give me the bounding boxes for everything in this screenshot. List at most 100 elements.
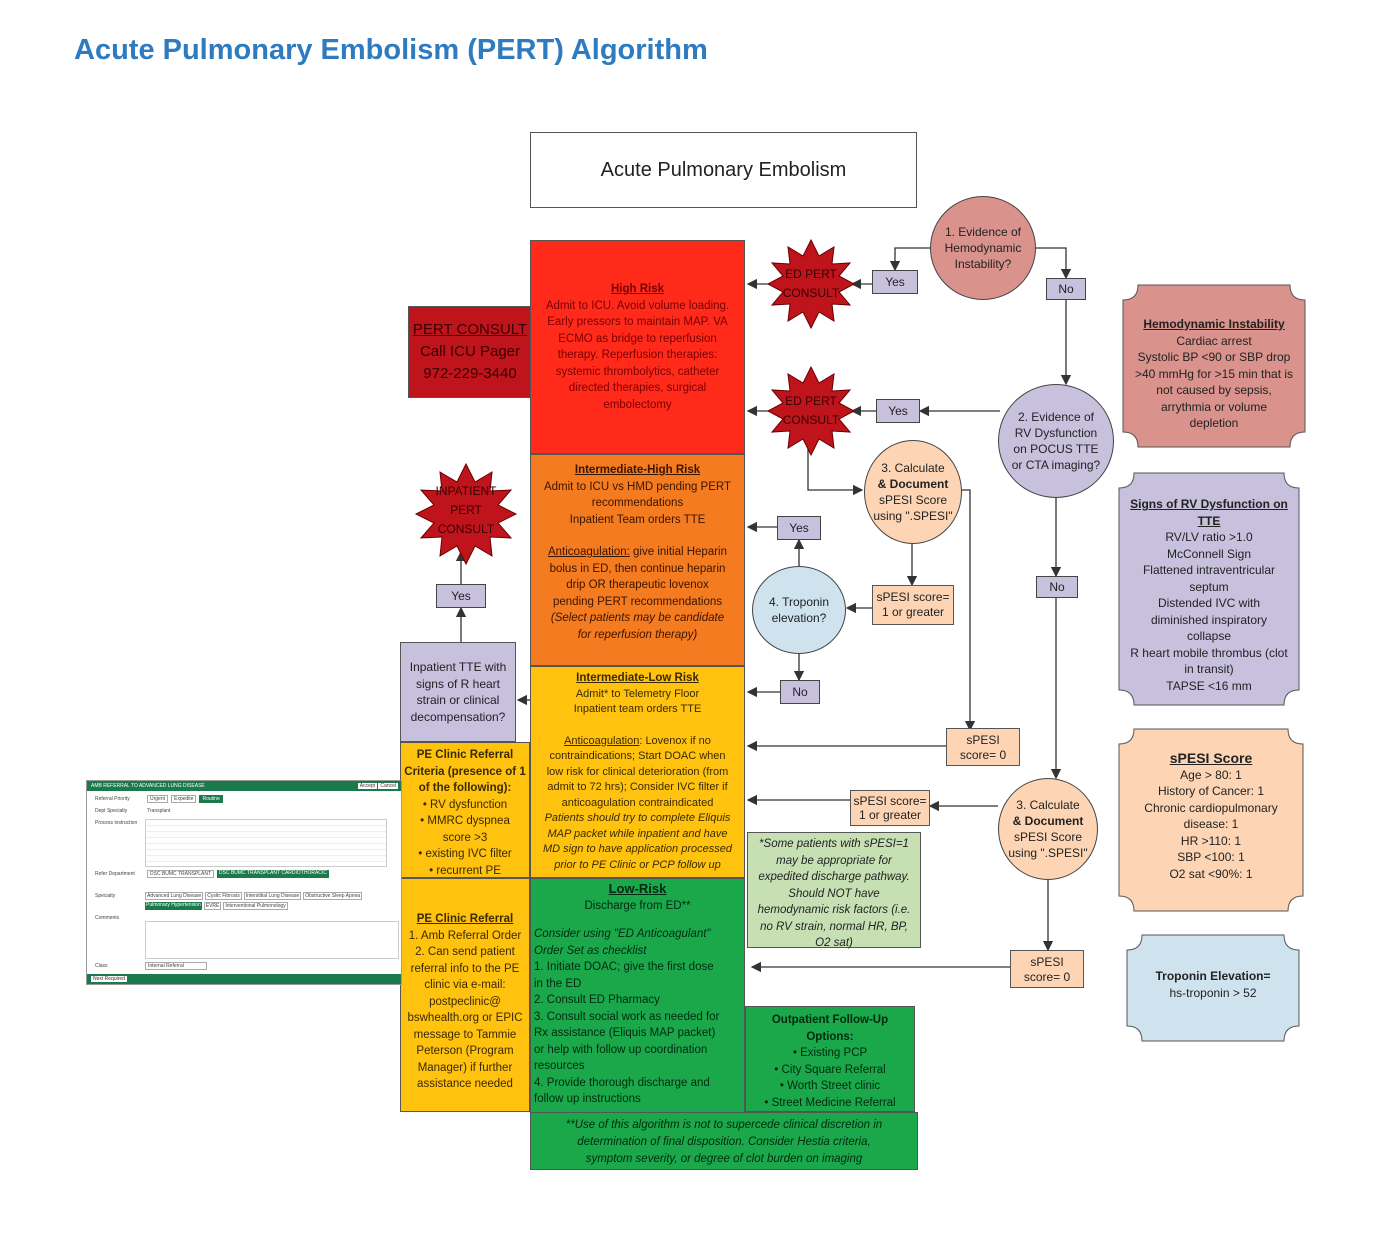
ehr-option[interactable]: EVRE [203,902,222,910]
intermediate-high-line: Admit to ICU vs HMD pending PERT [543,480,732,493]
card-line: Cardiac arrest [1176,333,1252,348]
card-line: Flattened intraventricular [1142,563,1276,577]
footnote-box: **Use of this algorithm is not to superc… [530,1112,918,1170]
ehr-referral-screenshot: AMB REFERRAL TO ADVANCED LUNG DISEASE Ac… [86,780,402,985]
card-title: Troponin Elevation= [1155,969,1271,983]
outpatient-followup-box: Outpatient Follow-Up Options: • Existing… [745,1006,915,1112]
ehr-option-selected[interactable]: Pulmonary Hypertension [145,902,202,910]
outpatient-item: Existing PCP [800,1047,868,1059]
ehr-option[interactable]: Cystic Fibrosis [205,892,242,900]
spesi-zero-bottom: sPESI score= 0 [1010,950,1084,988]
ehr-comments-input[interactable] [145,921,399,959]
ehr-option-selected[interactable]: DSC BUMC TRANSPLANT CARDIOTHORACIC [217,870,329,878]
card-line: >40 mmHg for >15 min that is [1134,366,1294,381]
ehr-class-value[interactable]: Internal Referral [145,962,207,970]
note-line: O2 sat) [815,937,853,949]
referral-line: Manager) if further [417,1061,513,1074]
card-line: RV/LV ratio >1.0 [1165,530,1253,544]
intermediate-high-line: Inpatient Team orders TTE [569,513,706,526]
low-risk-line: Rx assistance (Eliquis MAP packet) [534,1027,716,1039]
ehr-option[interactable]: Urgent [147,795,169,803]
hemodynamic-card-shape [1122,284,1306,448]
intermediate-low-line: Inpatient team orders TTE [573,703,702,715]
card-line: Chronic cardiopulmonary [1144,800,1278,815]
ehr-next-required-button[interactable]: Next Required [91,976,127,982]
outpatient-item: Worth Street clinic [787,1080,881,1092]
anticoag-line: contraindications; Start DOAC when [549,750,726,762]
no-label: No [1046,278,1086,300]
ehr-option[interactable]: Advanced Lung Disease [145,892,204,900]
italic-note: prior to PE Clinic or PCP follow up [554,858,721,871]
anticoag-line: low risk for clinical deterioration (fro… [546,765,729,778]
ehr-option[interactable]: Interstitial Lung Disease [243,892,302,900]
anticoag-line: bolus in ED, then continue heparin [549,562,726,575]
high-risk-line: embolectomy [603,398,672,411]
anticoag-line: : Lovenox if no [639,734,711,747]
ehr-option[interactable]: Expedite [171,795,197,803]
referral-line: bswhealth.org or EPIC [407,1012,523,1024]
spesi-one-note: *Some patients with sPESI=1 may be appro… [747,832,921,949]
star-line: INPATIENT [435,484,497,498]
note-line: expedited discharge pathway. [758,871,910,883]
ed-pert-consult-2: ED PERT CONSULT [778,392,844,430]
card-line: History of Cancer: 1 [1157,784,1265,798]
inpatient-pert-consult: INPATIENT PERT CONSULT [426,482,506,539]
ed-pert-star-2 [766,365,856,457]
high-risk-line: systemic thrombolytics, catheter [555,365,720,378]
question-troponin: 4. Troponin elevation? [752,566,846,654]
anticoag-label: Anticoagulation [564,734,640,747]
outpatient-item: City Square Referral [781,1063,886,1076]
hemodynamic-instability-card: Hemodynamic Instability Cardiac arrest S… [1122,300,1306,432]
ed-pert-star-1 [766,238,856,330]
star-line: ED PERT [785,394,837,408]
intermediate-high-risk-box: Intermediate-High Risk Admit to ICU vs H… [530,454,745,666]
footnote-line: **Use of this algorithm is not to superc… [565,1119,883,1131]
outpatient-item: Street Medicine Referral [771,1096,896,1109]
italic-note: MAP packet while inpatient and have [547,827,728,840]
troponin-card-shape [1126,934,1300,1042]
referral-line: postpeclinic@ [429,995,501,1008]
pert-consult-box: PERT CONSULT Call ICU Pager 972-229-3440 [408,306,532,398]
footnote-line: determination of final disposition. Cons… [577,1136,871,1148]
tte-line: Inpatient TTE with [409,660,507,674]
intermediate-low-line: Admit* to Telemetry Floor [575,687,700,700]
ehr-option[interactable]: Obstructive Sleep Apnea [303,892,363,900]
referral-line: message to Tammie [413,1028,517,1041]
ehr-option[interactable]: Interventional Pulmonology [223,902,288,910]
anticoag-line: drip OR therapeutic lovenox [566,579,709,591]
calc-line: sPESI Score [878,493,947,507]
referral-line: clinic via e-mail: [424,979,506,991]
spesi-score-card: sPESI Score Age > 80: 1 History of Cance… [1118,734,1304,882]
ehr-option-selected[interactable]: Routine [199,795,223,803]
card-line: SBP <100: 1 [1177,850,1245,864]
card-line: O2 sat <90%: 1 [1169,866,1253,881]
ehr-cancel-button[interactable]: Cancel [378,783,398,789]
ehr-option[interactable]: DSC BUMC TRANSPLANT [147,870,215,878]
ehr-field-label: Dept Specialty [95,808,128,814]
ehr-field-label: Comments [95,915,120,921]
spesi-card-shape [1118,728,1304,912]
card-line: diminished inspiratory [1150,612,1268,627]
low-risk-title: Low-Risk [608,881,667,896]
no-label: No [1036,576,1078,598]
ehr-field-label: Class [95,963,108,969]
ehr-instructions-area [145,819,387,867]
card-title: Hemodynamic Instability [1143,317,1285,331]
pe-clinic-referral-box: PE Clinic Referral 1. Amb Referral Order… [400,878,530,1112]
note-line: may be appropriate for [776,854,892,867]
rv-dysfunction-card: Signs of RV Dysfunction on TTE RV/LV rat… [1118,478,1300,694]
italic-note: for reperfusion therapy) [577,628,698,641]
criteria-item: RV dysfunction [430,798,508,811]
ed-pert-consult-1: ED PERT CONSULT [778,265,844,303]
ehr-accept-button[interactable]: Accept [357,783,378,789]
italic-note: Patients should try to complete Eliquis [544,812,731,824]
calc-line: & Document [1012,814,1084,828]
ehr-field-label: Specialty [95,893,116,899]
pert-consult-phone: 972-229-3440 [423,365,517,382]
q2-line: 2. Evidence of [1017,410,1095,424]
spesi-line: sPESI score= [853,794,927,808]
anticoag-line: anticoagulation contraindicated [561,796,714,809]
spesi-line: 1 or greater [858,808,922,822]
q4-line: elevation? [771,611,827,625]
low-risk-line: in the ED [534,977,582,990]
